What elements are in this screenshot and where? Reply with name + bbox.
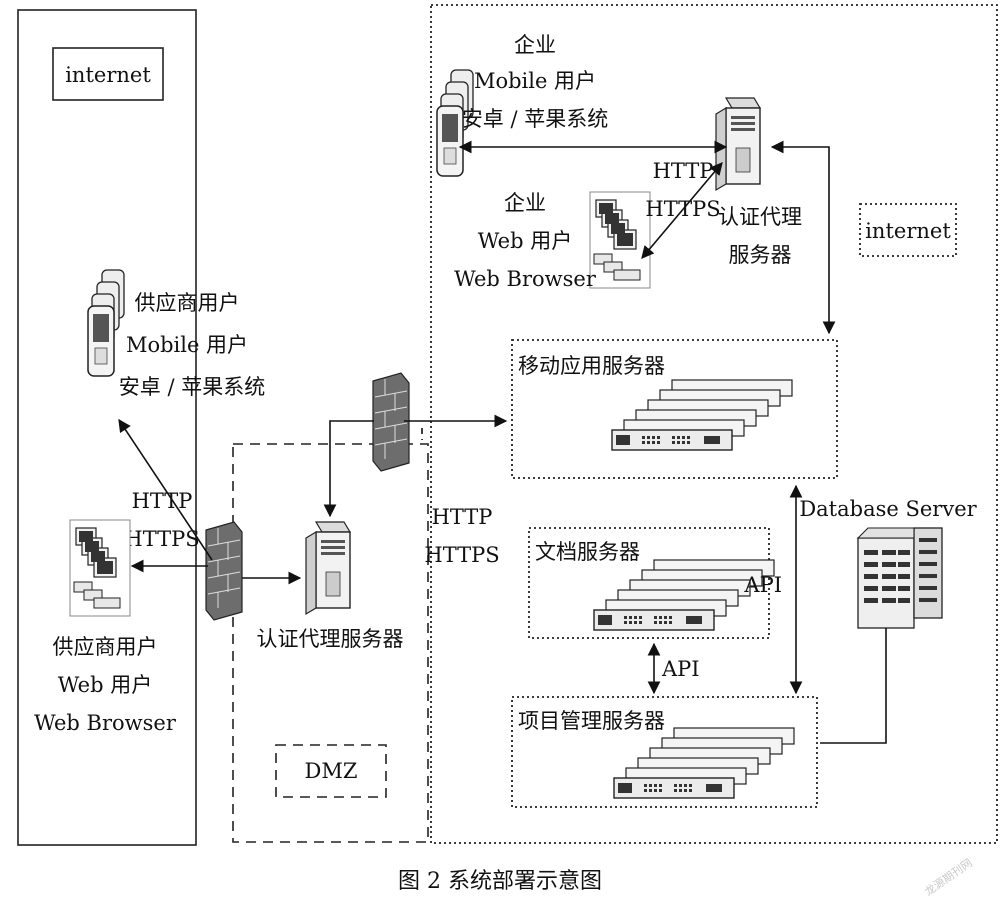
http-dmz-label-1: HTTP	[432, 505, 493, 529]
mobile-app-server-label: 移动应用服务器	[518, 354, 665, 378]
supplier-mobile-label-3: 安卓 / 苹果系统	[119, 375, 265, 399]
enterprise-mobile-label-3: 安卓 / 苹果系统	[462, 107, 608, 131]
supplier-mobile-icon	[87, 269, 125, 377]
database-to-project-line	[820, 628, 887, 744]
mobile-app-server-box	[511, 339, 838, 479]
proxy-to-mobile-server-line	[770, 140, 836, 335]
enterprise-web-label-3: Web Browser	[454, 267, 597, 291]
project-server-box	[511, 696, 818, 808]
doc-server-label: 文档服务器	[535, 540, 640, 564]
proxy-dmz-label: 认证代理服务器	[257, 627, 404, 651]
supplier-mobile-to-firewall-arrow	[118, 418, 213, 561]
internet-left-zone	[17, 9, 197, 846]
dmz-label: DMZ	[305, 759, 358, 783]
enterprise-pc-icon	[589, 191, 651, 289]
api-short-label: API	[661, 657, 700, 681]
dmz-zone	[232, 443, 429, 843]
dmz-label-box	[275, 744, 387, 798]
enterprise-internet-zone	[430, 4, 998, 844]
enterprise-mobile-label-1: 企业	[514, 33, 556, 57]
supplier-mobile-label-2: Mobile 用户	[126, 333, 248, 357]
internet-right-label: internet	[865, 219, 951, 243]
enterprise-web-label-1: 企业	[504, 191, 546, 215]
supplier-pc-icon	[69, 519, 131, 617]
http-top-label-1: HTTP	[653, 159, 714, 183]
figure-caption: 图 2 系统部署示意图	[398, 869, 602, 894]
supplier-web-label-3: Web Browser	[34, 711, 177, 735]
internet-left-label: internet	[65, 63, 151, 87]
supplier-web-label-1: 供应商用户	[53, 635, 158, 659]
http-left-label-1: HTTP	[132, 489, 193, 513]
project-server-label: 项目管理服务器	[518, 709, 665, 733]
enterprise-web-label-2: Web 用户	[478, 229, 572, 253]
api-vertical-label: API	[743, 573, 782, 597]
database-server-icon	[856, 527, 943, 629]
web-to-proxy-arrow	[641, 162, 723, 259]
supplier-mobile-label-1: 供应商用户	[135, 291, 240, 315]
firewall-top-icon	[372, 372, 410, 472]
http-dmz-label-2: HTTPS	[424, 543, 499, 567]
database-server-label: Database Server	[799, 497, 977, 521]
proxy-server-dmz-icon	[305, 521, 351, 615]
mobile-app-server-icon	[611, 379, 793, 451]
enterprise-mobile-label-2: Mobile 用户	[474, 69, 596, 93]
http-left-label-2: HTTPS	[124, 527, 199, 551]
firewall-to-dmz-proxy-arrow	[323, 420, 374, 518]
proxy-server-top-icon	[715, 97, 761, 191]
supplier-web-label-2: Web 用户	[58, 673, 152, 697]
doc-server-box	[528, 527, 770, 639]
proxy-top-label-2: 服务器	[729, 243, 792, 267]
watermark: 龙源期刊网	[922, 855, 975, 898]
internet-left-label-box	[52, 47, 164, 101]
firewall-left-icon	[205, 521, 243, 621]
internet-right-label-box	[859, 203, 957, 257]
proxy-top-label-1: 认证代理	[718, 205, 802, 229]
project-server-icon	[613, 727, 795, 799]
